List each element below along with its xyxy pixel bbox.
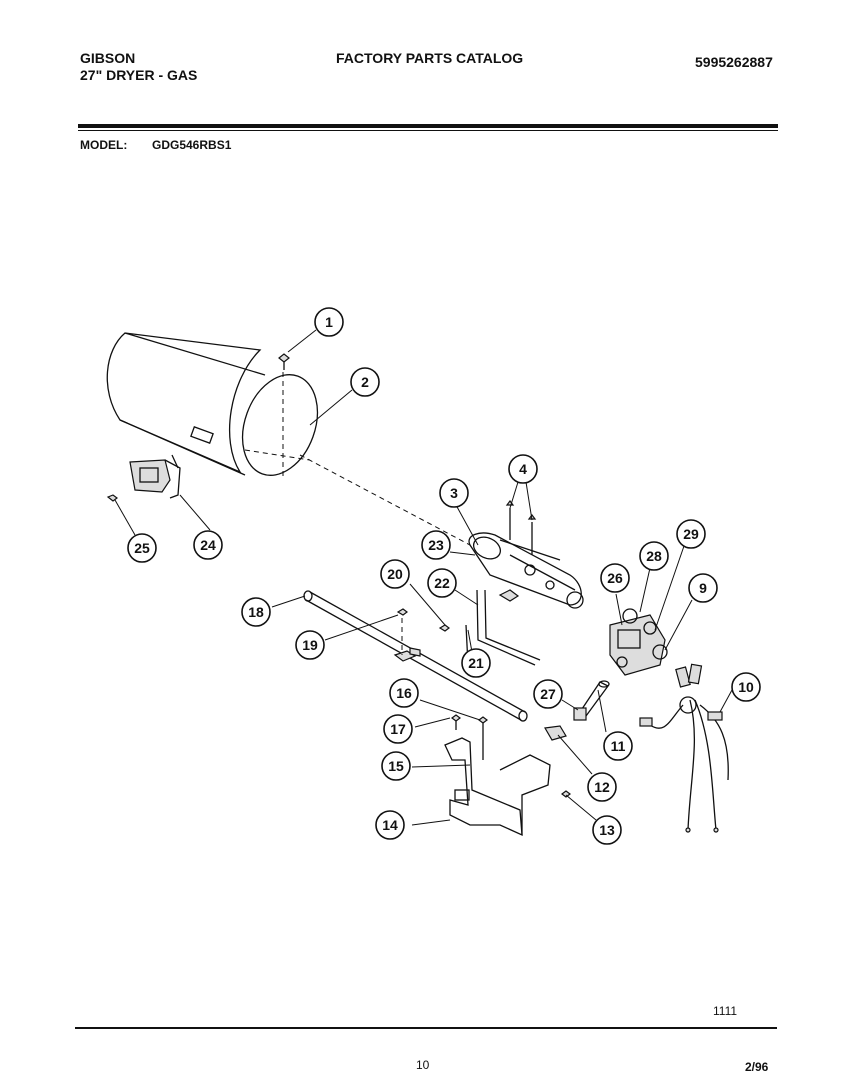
svg-text:11: 11 (611, 738, 626, 754)
callout-2: 2 (350, 367, 380, 397)
screws-part-16-17 (451, 714, 488, 760)
clip-part-12 (544, 725, 567, 741)
callout-26: 26 (600, 563, 630, 593)
screw-part-20 (438, 624, 450, 632)
callout-13: 13 (592, 815, 622, 845)
callout-29: 29 (676, 519, 706, 549)
callout-21: 21 (461, 648, 491, 678)
callout-14: 14 (375, 810, 405, 840)
callout-23: 23 (421, 530, 451, 560)
callout-17: 17 (383, 714, 413, 744)
svg-text:4: 4 (519, 461, 527, 477)
callout-28: 28 (639, 541, 669, 571)
callout-24: 24 (193, 530, 223, 560)
svg-text:13: 13 (599, 822, 615, 838)
callout-18: 18 (241, 597, 271, 627)
svg-text:22: 22 (434, 575, 450, 591)
callout-27: 27 (533, 679, 563, 709)
burner-housing-cylinder (106, 332, 471, 546)
callout-20: 20 (380, 559, 410, 589)
svg-text:17: 17 (390, 721, 406, 737)
svg-text:1: 1 (325, 314, 333, 330)
svg-text:20: 20 (387, 566, 403, 582)
svg-text:15: 15 (388, 758, 404, 774)
header-divider-thick (78, 124, 778, 128)
brand-name: GIBSON (80, 50, 136, 66)
svg-text:19: 19 (302, 637, 318, 653)
revision-date: 2/96 (745, 1060, 769, 1074)
flame-sensor-part-24 (129, 454, 181, 499)
svg-text:21: 21 (468, 655, 484, 671)
catalog-title: FACTORY PARTS CATALOG (336, 50, 524, 66)
callout-9: 9 (688, 573, 718, 603)
callout-25: 25 (127, 533, 157, 563)
svg-text:18: 18 (248, 604, 264, 620)
svg-text:23: 23 (428, 537, 444, 553)
callout-11: 11 (603, 731, 633, 761)
svg-text:2: 2 (361, 374, 369, 390)
screw-part-1 (278, 353, 290, 370)
svg-text:29: 29 (683, 526, 699, 542)
catalog-number: 5995262887 (695, 54, 773, 70)
screw-part-13 (561, 790, 571, 798)
svg-text:14: 14 (382, 817, 398, 833)
footer-divider (75, 1027, 777, 1029)
diagram-code: 1111 (713, 1004, 738, 1018)
svg-text:28: 28 (646, 548, 662, 564)
svg-text:25: 25 (134, 540, 150, 556)
svg-text:3: 3 (450, 485, 458, 501)
fitting-part-27 (573, 707, 587, 721)
leader-lines (114, 329, 733, 826)
header-divider-thin (78, 130, 778, 131)
callout-19: 19 (295, 630, 325, 660)
callout-22: 22 (427, 568, 457, 598)
callout-12: 12 (587, 772, 617, 802)
product-name: 27" DRYER - GAS (80, 67, 198, 83)
svg-text:24: 24 (200, 537, 216, 553)
svg-text:10: 10 (738, 679, 754, 695)
igniter-part-21-22 (465, 589, 541, 666)
svg-text:26: 26 (607, 570, 623, 586)
burner-assembly-part-3 (468, 532, 584, 609)
model-label: MODEL: (80, 138, 128, 152)
callout-4: 4 (508, 454, 538, 484)
model-value: GDG546RBS1 (152, 138, 232, 152)
wire-harness-part-10 (639, 663, 729, 833)
callout-1: 1 (314, 307, 344, 337)
svg-text:27: 27 (540, 686, 556, 702)
callout-16: 16 (389, 678, 419, 708)
mounting-bracket-part-14 (444, 737, 551, 837)
callout-15: 15 (381, 751, 411, 781)
callout-10: 10 (731, 672, 761, 702)
page-number: 10 (416, 1058, 430, 1072)
svg-text:16: 16 (396, 685, 412, 701)
svg-text:12: 12 (594, 779, 610, 795)
svg-text:9: 9 (699, 580, 707, 596)
gas-tube-part-18 (303, 590, 528, 722)
callout-3: 3 (439, 478, 469, 508)
screw-part-19 (396, 608, 408, 655)
screw-part-25 (106, 494, 118, 502)
